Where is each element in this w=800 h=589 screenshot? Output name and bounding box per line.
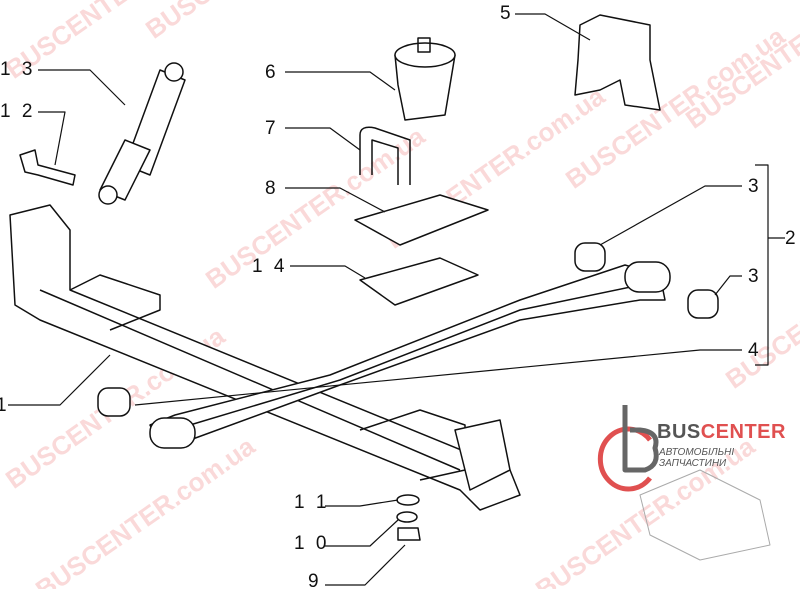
label-12: 1 2: [0, 101, 36, 122]
leaf-spring: [149, 261, 671, 449]
bushing: [97, 387, 131, 417]
u-bolt: [359, 126, 411, 185]
label-3: 3: [748, 176, 762, 197]
bushing: [574, 242, 606, 272]
label-6: 6: [265, 62, 279, 83]
logo-name-part1: BUS: [657, 421, 701, 443]
nut: [397, 527, 421, 541]
logo-name: BUSCENTER: [657, 421, 786, 444]
bolt: [19, 149, 76, 186]
label-8: 8: [265, 178, 279, 199]
label-1: 1: [0, 395, 10, 416]
shock-absorber: [98, 62, 186, 205]
bushing: [687, 289, 719, 319]
buscenter-logo-mark: [597, 405, 771, 561]
label-7: 7: [265, 118, 279, 139]
logo-name-part2: CENTER: [700, 421, 786, 443]
lock-washer: [396, 511, 418, 523]
label-10: 1 0: [294, 533, 330, 554]
logo-subtitle: АВТОМОБІЛЬНІ ЗАПЧАСТИНИ: [659, 447, 735, 469]
label-14: 1 4: [252, 256, 288, 277]
label-5: 5: [500, 3, 514, 24]
bump-stop-block: [574, 14, 661, 111]
leader-lines: [8, 13, 785, 586]
label-3: 3: [748, 266, 762, 287]
label-11: 1 1: [294, 492, 330, 513]
spacer-plate: [359, 257, 479, 306]
label-13: 1 3: [0, 59, 36, 80]
label-2: 2: [785, 228, 799, 249]
spring-plate: [354, 194, 489, 246]
label-9: 9: [308, 571, 322, 589]
axle-beam: [9, 204, 521, 511]
washer: [396, 494, 420, 506]
label-4: 4: [748, 340, 762, 361]
bump-stop: [394, 37, 456, 121]
